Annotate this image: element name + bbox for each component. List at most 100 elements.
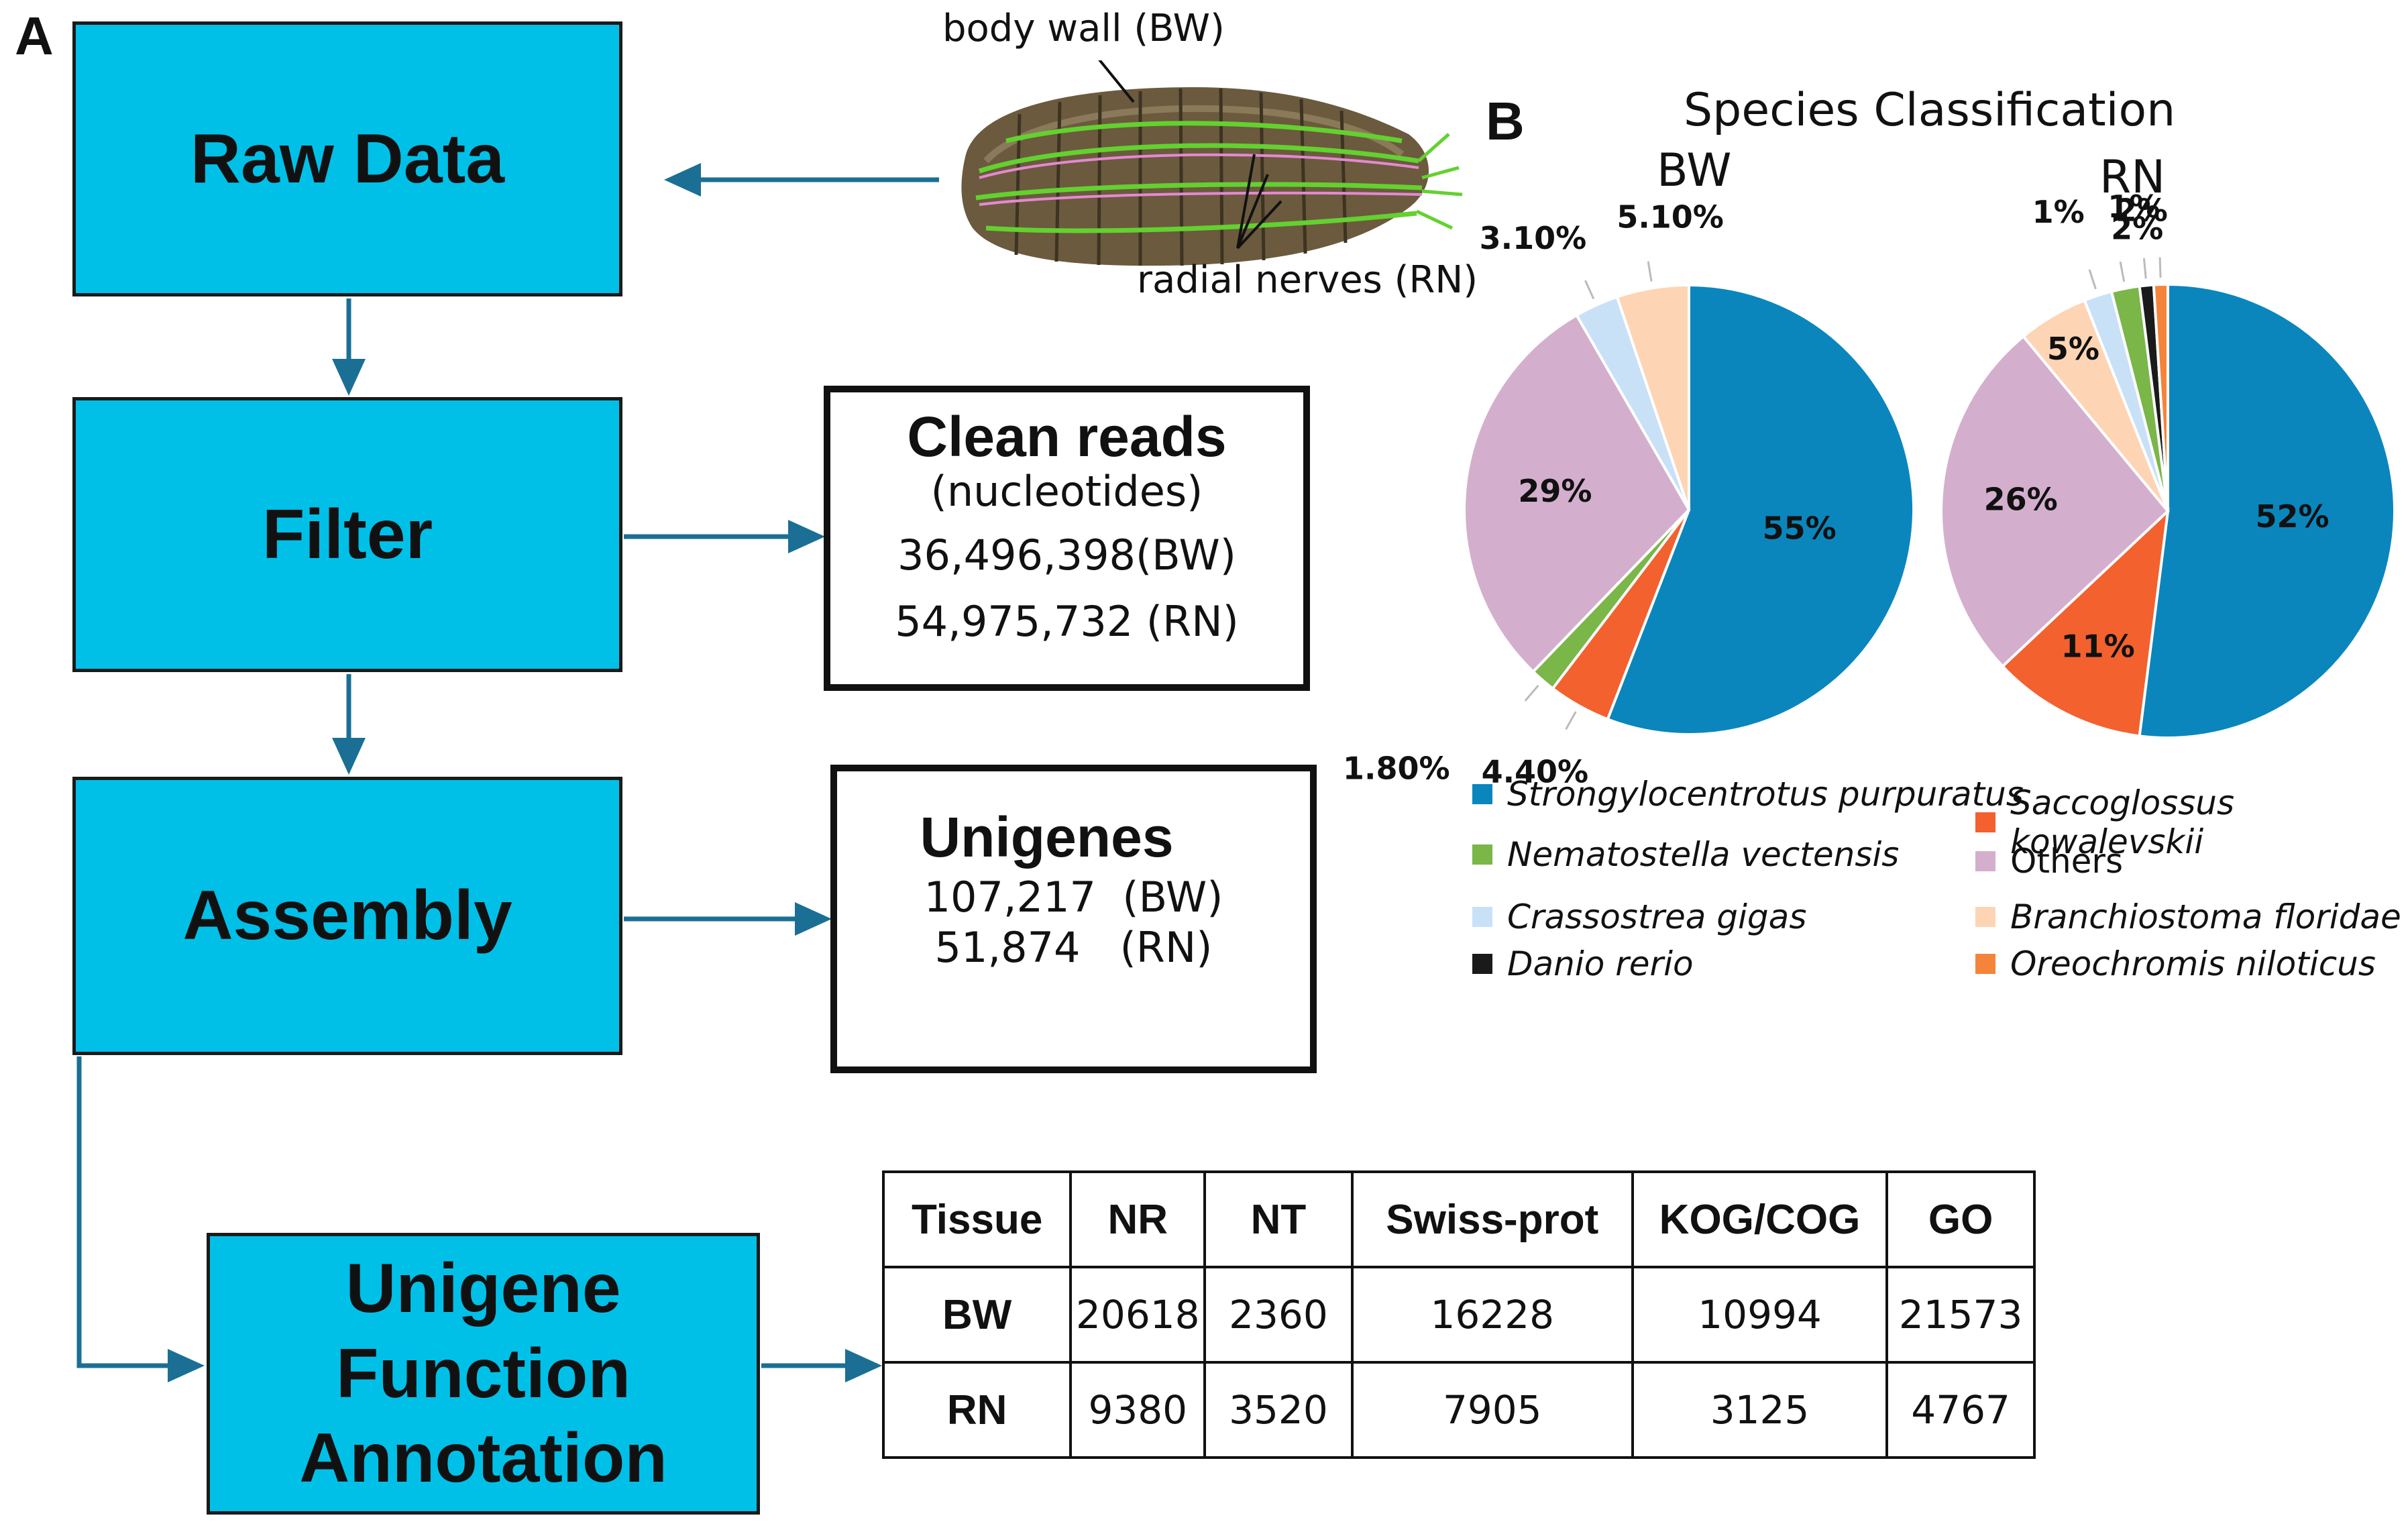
pie-slice — [1615, 283, 1690, 510]
pie-slice-label: 2% — [2116, 192, 2168, 228]
pie-slice-label: 5.10% — [1617, 199, 1724, 235]
legend-item: Strongylocentrotus purpuratus — [1472, 775, 2024, 814]
legend-swatch — [1975, 954, 1995, 974]
body-highlight — [983, 105, 1405, 164]
table-cell: 3520 — [1203, 1361, 1354, 1459]
table-header-cell: GO — [1885, 1170, 2036, 1268]
table-header-row: Tissue NR NT Swiss-prot KOG/COG GO — [881, 1170, 2036, 1268]
arrowhead-assembly — [332, 738, 366, 775]
arrowhead-raw — [664, 163, 701, 197]
annotation-box: Unigene Function Annotation — [207, 1233, 760, 1515]
pie-leader-line — [1565, 711, 1577, 730]
legend-swatch — [1472, 784, 1492, 804]
clean-reads-title: Clean reads — [907, 405, 1227, 468]
pie-slice-label: 2% — [2111, 211, 2163, 247]
legend-item: Oreochromis niloticus — [1975, 944, 2376, 983]
pie-slice — [1940, 334, 2170, 669]
legend-swatch — [1975, 907, 1995, 927]
table-cell: 9380 — [1069, 1361, 1207, 1459]
legend-label: Branchiostoma floridae — [2010, 897, 2401, 936]
legend-swatch — [1472, 954, 1492, 974]
pie-slice — [2152, 282, 2169, 512]
legend-label: Crassostrea gigas — [1507, 897, 1807, 936]
arrowhead-annotation — [168, 1349, 205, 1382]
legend-swatch — [1975, 812, 1995, 832]
pie-slice-label: 29% — [1518, 473, 1592, 509]
table-cell: 21573 — [1885, 1266, 2036, 1364]
pie-slice-label: 52% — [2255, 498, 2329, 535]
table-header-cell: Tissue — [881, 1170, 1073, 1268]
body-wall-label: body wall (BW) — [942, 7, 1225, 50]
table-row: RN 9380 3520 7905 3125 4767 — [881, 1361, 2036, 1459]
arrowhead-clean-reads — [788, 520, 825, 553]
pie-slice — [1606, 283, 1915, 736]
pie-slice-label: 5% — [2047, 331, 2099, 367]
legend-label: Nematostella vectensis — [1507, 835, 1900, 874]
pie-slice-label: 3.10% — [1480, 220, 1587, 256]
legend-label: Danio rerio — [1507, 944, 1694, 983]
pie-leader-line — [2088, 269, 2097, 290]
legend-item: Branchiostoma floridae — [1975, 897, 2401, 936]
pie-slice — [2138, 282, 2397, 739]
table-row: BW 20618 2360 16228 10994 21573 — [881, 1266, 2036, 1364]
pie-slice — [1463, 313, 1691, 674]
clean-reads-subtitle: (nucleotides) — [930, 467, 1203, 516]
panel-a-letter: A — [15, 6, 54, 66]
radial-nerves-label: radial nerves (RN) — [1137, 258, 1478, 302]
unigenes-rn: 51,874 (RN) — [934, 923, 1213, 972]
label-pointer-lines — [1098, 60, 1282, 250]
annotation-table: Tissue NR NT Swiss-prot KOG/COG GO BW 20… — [881, 1170, 2036, 1459]
radial-nerve-lines — [975, 121, 1423, 233]
annotation-label: Unigene Function Annotation — [299, 1249, 667, 1498]
legend-item: Danio rerio — [1472, 944, 1694, 983]
clean-reads-rn: 54,975,732 (RN) — [895, 597, 1239, 646]
clean-reads-bw: 36,496,398(BW) — [897, 531, 1236, 580]
arrowhead-table — [845, 1349, 882, 1382]
table-header-cell: NR — [1069, 1170, 1207, 1268]
pie-slice-label: 55% — [1763, 510, 1837, 546]
pie-leader-line — [1524, 684, 1539, 702]
unigenes-title: Unigenes — [920, 806, 1174, 869]
filter-box: Filter — [72, 397, 622, 672]
legend-label: Others — [2010, 842, 2124, 881]
table-cell: 7905 — [1350, 1361, 1634, 1459]
legend-label: Saccoglossus kowalevskii — [2010, 783, 2235, 861]
legend-item: Crassostrea gigas — [1472, 897, 1806, 936]
table-cell: 3125 — [1631, 1361, 1889, 1459]
arrowhead-unigenes — [795, 902, 832, 936]
legend-label: Oreochromis niloticus — [2010, 944, 2376, 983]
table-header-cell: KOG/COG — [1631, 1170, 1889, 1268]
assembly-label: Assembly — [182, 877, 512, 955]
panel-b-letter: B — [1486, 91, 1525, 151]
table-cell: 10994 — [1631, 1266, 1889, 1364]
pie-slice-label: 26% — [1984, 482, 2058, 518]
sea-cucumber-illustration — [961, 60, 1463, 266]
unigenes-bw: 107,217 (BW) — [924, 873, 1223, 922]
table-cell-tissue: RN — [881, 1361, 1073, 1459]
table-header-cell: Swiss-prot — [1350, 1170, 1634, 1268]
legend-item: Others — [1975, 842, 2123, 881]
pie-title-rn: RN — [2099, 151, 2166, 204]
pie-slice-label: 4.40% — [1482, 754, 1589, 790]
pie-leader-line — [2119, 261, 2126, 282]
legend-swatch — [1472, 907, 1492, 927]
arrow-assembly-to-annotation — [76, 1056, 174, 1368]
table-cell: 4767 — [1885, 1361, 2036, 1459]
table-cell: 20618 — [1069, 1266, 1207, 1364]
pie-slice-label: 1% — [2108, 188, 2160, 225]
table-cell: 16228 — [1350, 1266, 1634, 1364]
species-chart-title: Species Classification — [1684, 84, 2176, 137]
unigenes-box: Unigenes 107,217 (BW) 51,874 (RN) — [830, 765, 1317, 1073]
pink-nerve-lines — [979, 153, 1423, 206]
raw-data-label: Raw Data — [190, 119, 505, 198]
assembly-box: Assembly — [72, 777, 622, 1055]
raw-data-box: Raw Data — [72, 21, 622, 296]
legend-label: Strongylocentrotus purpuratus — [1507, 775, 2024, 814]
pie-slice-label: 1% — [2032, 194, 2085, 230]
table-cell: 2360 — [1203, 1266, 1354, 1364]
legend-swatch — [1975, 851, 1995, 871]
pie-slice-label: 11% — [2061, 628, 2135, 664]
arrowhead-filter — [332, 359, 366, 396]
